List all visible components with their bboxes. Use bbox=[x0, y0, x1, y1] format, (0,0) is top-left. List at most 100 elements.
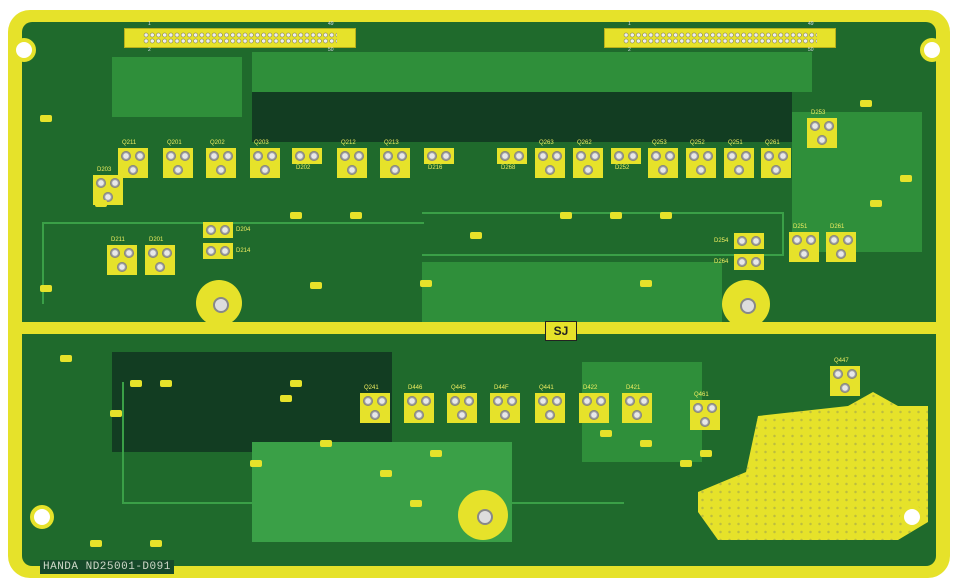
ribbon-connector-right[interactable] bbox=[604, 28, 836, 48]
transformer-pad bbox=[722, 280, 770, 328]
solder-hole bbox=[427, 151, 437, 161]
solder-hole bbox=[590, 151, 600, 161]
pin-label: 1 bbox=[148, 21, 151, 27]
pin-label: 50 bbox=[328, 47, 334, 53]
component-label: Q241 bbox=[364, 385, 379, 391]
component-d251 bbox=[789, 232, 819, 262]
solder-hole bbox=[383, 151, 393, 161]
solder-hole bbox=[829, 235, 839, 245]
solder-hole bbox=[363, 396, 373, 406]
smd-pad bbox=[250, 460, 262, 467]
solder-hole bbox=[628, 151, 638, 161]
solder-hole bbox=[121, 151, 131, 161]
solder-hole bbox=[696, 165, 706, 175]
pin-label: 49 bbox=[328, 21, 334, 27]
solder-hole bbox=[582, 396, 592, 406]
component-label: D214 bbox=[236, 248, 251, 254]
component-label: Q203 bbox=[254, 140, 269, 146]
mounting-hole bbox=[12, 38, 36, 62]
component-q251 bbox=[724, 148, 754, 178]
solder-hole bbox=[253, 151, 263, 161]
component-label: D268 bbox=[501, 165, 516, 171]
solder-hole bbox=[737, 257, 747, 267]
solder-hole bbox=[552, 151, 562, 161]
component-d211 bbox=[107, 245, 137, 275]
component-d201 bbox=[145, 245, 175, 275]
component-label: Q251 bbox=[728, 140, 743, 146]
solder-hole bbox=[370, 410, 380, 420]
solder-hole bbox=[810, 121, 820, 131]
solder-hole bbox=[206, 225, 216, 235]
smd-pad bbox=[160, 380, 172, 387]
solder-hole bbox=[500, 151, 510, 161]
pin-label: 2 bbox=[628, 47, 631, 53]
component-q252 bbox=[686, 148, 716, 178]
component-label: D201 bbox=[149, 237, 164, 243]
copper-plane bbox=[422, 262, 722, 322]
smd-pad bbox=[860, 100, 872, 107]
copper-plane bbox=[112, 57, 242, 117]
component-q461 bbox=[690, 400, 720, 430]
solder-hole bbox=[764, 151, 774, 161]
solder-hole bbox=[589, 410, 599, 420]
solder-hole bbox=[309, 151, 319, 161]
pin-label: 1 bbox=[628, 21, 631, 27]
solder-hole bbox=[103, 192, 113, 202]
component-d264 bbox=[734, 254, 764, 270]
component-label: Q263 bbox=[539, 140, 554, 146]
component-label: Q445 bbox=[451, 385, 466, 391]
component-label: D203 bbox=[97, 167, 112, 173]
solder-hole bbox=[390, 165, 400, 175]
solder-hole bbox=[295, 151, 305, 161]
smd-pad bbox=[600, 430, 612, 437]
solder-hole bbox=[135, 151, 145, 161]
solder-hole bbox=[639, 396, 649, 406]
solder-hole bbox=[689, 151, 699, 161]
solder-hole bbox=[727, 151, 737, 161]
solder-hole bbox=[507, 396, 517, 406]
solder-hole bbox=[545, 165, 555, 175]
solder-hole bbox=[347, 165, 357, 175]
solder-hole bbox=[625, 396, 635, 406]
smd-pad bbox=[700, 450, 712, 457]
ribbon-connector-left[interactable] bbox=[124, 28, 356, 48]
solder-hole bbox=[110, 248, 120, 258]
component-label: Q202 bbox=[210, 140, 225, 146]
component-label: D422 bbox=[583, 385, 598, 391]
solder-hole bbox=[707, 403, 717, 413]
smd-pad bbox=[95, 200, 107, 207]
solder-hole bbox=[216, 165, 226, 175]
smd-pad bbox=[560, 212, 572, 219]
component-q445 bbox=[447, 393, 477, 423]
ground-plane bbox=[252, 82, 792, 142]
component-label: Q212 bbox=[341, 140, 356, 146]
component-label: D44F bbox=[494, 385, 509, 391]
solder-hole bbox=[806, 235, 816, 245]
mounting-hole bbox=[30, 505, 54, 529]
smd-pad bbox=[430, 450, 442, 457]
smd-pad bbox=[280, 395, 292, 402]
component-q213 bbox=[380, 148, 410, 178]
solder-hole bbox=[843, 235, 853, 245]
solder-hole bbox=[771, 165, 781, 175]
component-label: Q447 bbox=[834, 358, 849, 364]
solder-hole bbox=[414, 410, 424, 420]
solder-hole bbox=[833, 369, 843, 379]
solder-hole bbox=[778, 151, 788, 161]
solder-hole bbox=[493, 396, 503, 406]
solder-hole bbox=[450, 396, 460, 406]
solder-hole bbox=[166, 151, 176, 161]
component-d202 bbox=[292, 148, 322, 164]
solder-hole bbox=[340, 151, 350, 161]
component-d254 bbox=[734, 233, 764, 249]
smd-pad bbox=[290, 212, 302, 219]
component-d261 bbox=[826, 232, 856, 262]
solder-hole bbox=[260, 165, 270, 175]
component-d422 bbox=[579, 393, 609, 423]
smd-pad bbox=[350, 212, 362, 219]
smd-pad bbox=[60, 355, 72, 362]
component-d268 bbox=[497, 148, 527, 164]
solder-hole bbox=[128, 165, 138, 175]
component-q203 bbox=[250, 148, 280, 178]
ground-plane bbox=[112, 352, 392, 452]
